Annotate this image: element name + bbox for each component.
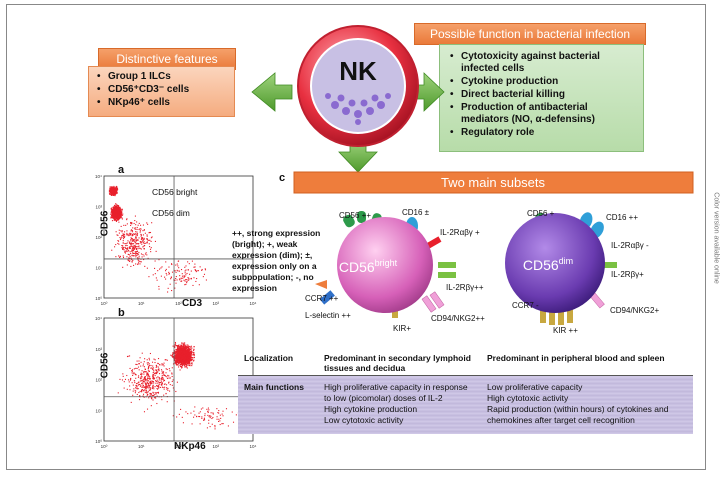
nk-label: NK <box>339 56 377 86</box>
table-cell: Predominant in peripheral blood and sple… <box>481 347 693 376</box>
plot-tick-label: 10¹ <box>138 301 145 306</box>
function-item: Cytokine production <box>448 76 635 88</box>
distinctive-item: NKp46⁺ cells <box>95 97 228 109</box>
distinctive-item: Group 1 ILCs <box>95 71 228 83</box>
plot-tick-label: 10³ <box>212 444 219 449</box>
distinctive-item: CD56⁺CD3⁻ cells <box>95 84 228 96</box>
distinctive-title: Distinctive features <box>98 48 236 70</box>
bright-label-cd94: CD94/NKG2++ <box>431 314 485 323</box>
function-item: Regulatory role <box>448 127 635 139</box>
plot-frame <box>103 175 254 299</box>
table-cell: High proliferative capacity in response … <box>318 375 481 434</box>
dim-label-il2rbg: IL-2Rβγ+ <box>611 270 644 279</box>
plot-tick-label: 10¹ <box>95 408 102 413</box>
panel-letter-a: a <box>118 164 125 176</box>
plot-b-ylabel: CD56 <box>99 352 111 379</box>
arrow-left-icon <box>251 72 293 112</box>
plot-tick-label: 10² <box>175 301 182 306</box>
plot-tick-label: 10⁴ <box>250 301 257 306</box>
panel-letter-c: c <box>279 172 286 184</box>
plot-tick-label: 10³ <box>95 347 102 352</box>
table-line: High cytotoxic activity <box>487 393 569 403</box>
table-line: Low cytotoxic activity <box>324 415 404 425</box>
panel-letter-b: b <box>118 307 125 319</box>
plot-tick-label: 10⁰ <box>95 439 102 444</box>
dim-label-kir: KIR ++ <box>553 326 578 335</box>
plot-tick-label: 10¹ <box>95 266 102 271</box>
bright-label-kir: KIR+ <box>393 324 412 333</box>
features-table: Localization Predominant in secondary ly… <box>238 347 693 434</box>
table-line: Low proliferative capacity <box>487 382 583 392</box>
plot-a-bright-label: CD56 bright <box>152 187 198 197</box>
bright-label-ccr7: CCR7 ++ <box>305 294 339 303</box>
dim-label-ccr7: CCR7 - <box>512 301 539 310</box>
subsets-title: Two main subsets <box>441 175 546 190</box>
cd56-bright-name: CD56bright <box>339 258 398 275</box>
dim-label-cd94: CD94/NKG2+ <box>610 306 660 315</box>
plot-tick-label: 10¹ <box>138 444 145 449</box>
plot-tick-label: 10² <box>95 378 102 383</box>
plot-tick-label: 10³ <box>212 301 219 306</box>
figure-frame <box>6 4 706 470</box>
plot-a-xlabel: CD3 <box>182 298 203 309</box>
cd56-dim-name: CD56dim <box>523 256 573 273</box>
plot-a-ylabel: CD56 <box>99 210 111 237</box>
table-line: Rapid production (within hours) of cytok… <box>487 404 669 425</box>
plot-a-dim-label: CD56 dim <box>152 208 190 218</box>
bright-label-il2rbg: IL-2Rβγ++ <box>446 283 484 292</box>
table-cell: Main functions <box>238 375 318 434</box>
plot-b-xlabel: NKp46 <box>174 441 206 452</box>
plot-tick-label: 10² <box>95 235 102 240</box>
plot-frame <box>103 317 254 442</box>
table-cell: Localization <box>238 347 318 376</box>
table-row: Localization Predominant in secondary ly… <box>238 347 693 376</box>
cd56-bright-cell-icon <box>315 211 456 318</box>
dim-label-cd56: CD56 + <box>527 209 555 218</box>
function-item: Cytotoxicity against bacterial infected … <box>448 51 635 75</box>
table-cell: Low proliferative capacity High cytotoxi… <box>481 375 693 434</box>
table-cell: Predominant in secondary lymphoid tissue… <box>318 347 481 376</box>
plot-tick-label: 10² <box>175 444 182 449</box>
function-item: Production of antibacterial mediators (N… <box>448 102 635 126</box>
dim-label-il2rabg: IL-2Rαβγ - <box>611 241 649 250</box>
distinctive-box: Group 1 ILCs CD56⁺CD3⁻ cells NKp46⁺ cell… <box>88 66 235 117</box>
bright-label-cd16: CD16 ± <box>402 208 430 217</box>
table-row: Main functions High proliferative capaci… <box>238 375 693 434</box>
function-item: Direct bacterial killing <box>448 89 635 101</box>
cd56-dim-cell-icon <box>505 212 617 325</box>
bright-label-cd56: CD56 ++ <box>339 211 372 220</box>
plot-tick-label: 10⁴ <box>95 316 102 321</box>
dim-label-cd16: CD16 ++ <box>606 213 639 222</box>
plot-tick-label: 10⁴ <box>95 174 102 179</box>
plot-tick-label: 10⁴ <box>250 444 257 449</box>
bright-label-lselectin: L-selectin ++ <box>305 311 351 320</box>
plot-tick-label: 10⁰ <box>101 301 108 306</box>
table-line: High proliferative capacity in response … <box>324 382 468 403</box>
bright-label-il2rabg: IL-2Rαβγ + <box>440 228 480 237</box>
plot-tick-label: 10⁰ <box>95 296 102 301</box>
subsets-bar <box>293 171 694 194</box>
expression-legend: ++, strong expression (bright); +, weak … <box>232 228 321 293</box>
nk-cell-icon <box>297 25 419 147</box>
table-line: High cytokine production <box>324 404 418 414</box>
function-box: Cytotoxicity against bacterial infected … <box>439 44 644 152</box>
plot-tick-label: 10³ <box>95 205 102 210</box>
plot-tick-label: 10⁰ <box>101 444 108 449</box>
